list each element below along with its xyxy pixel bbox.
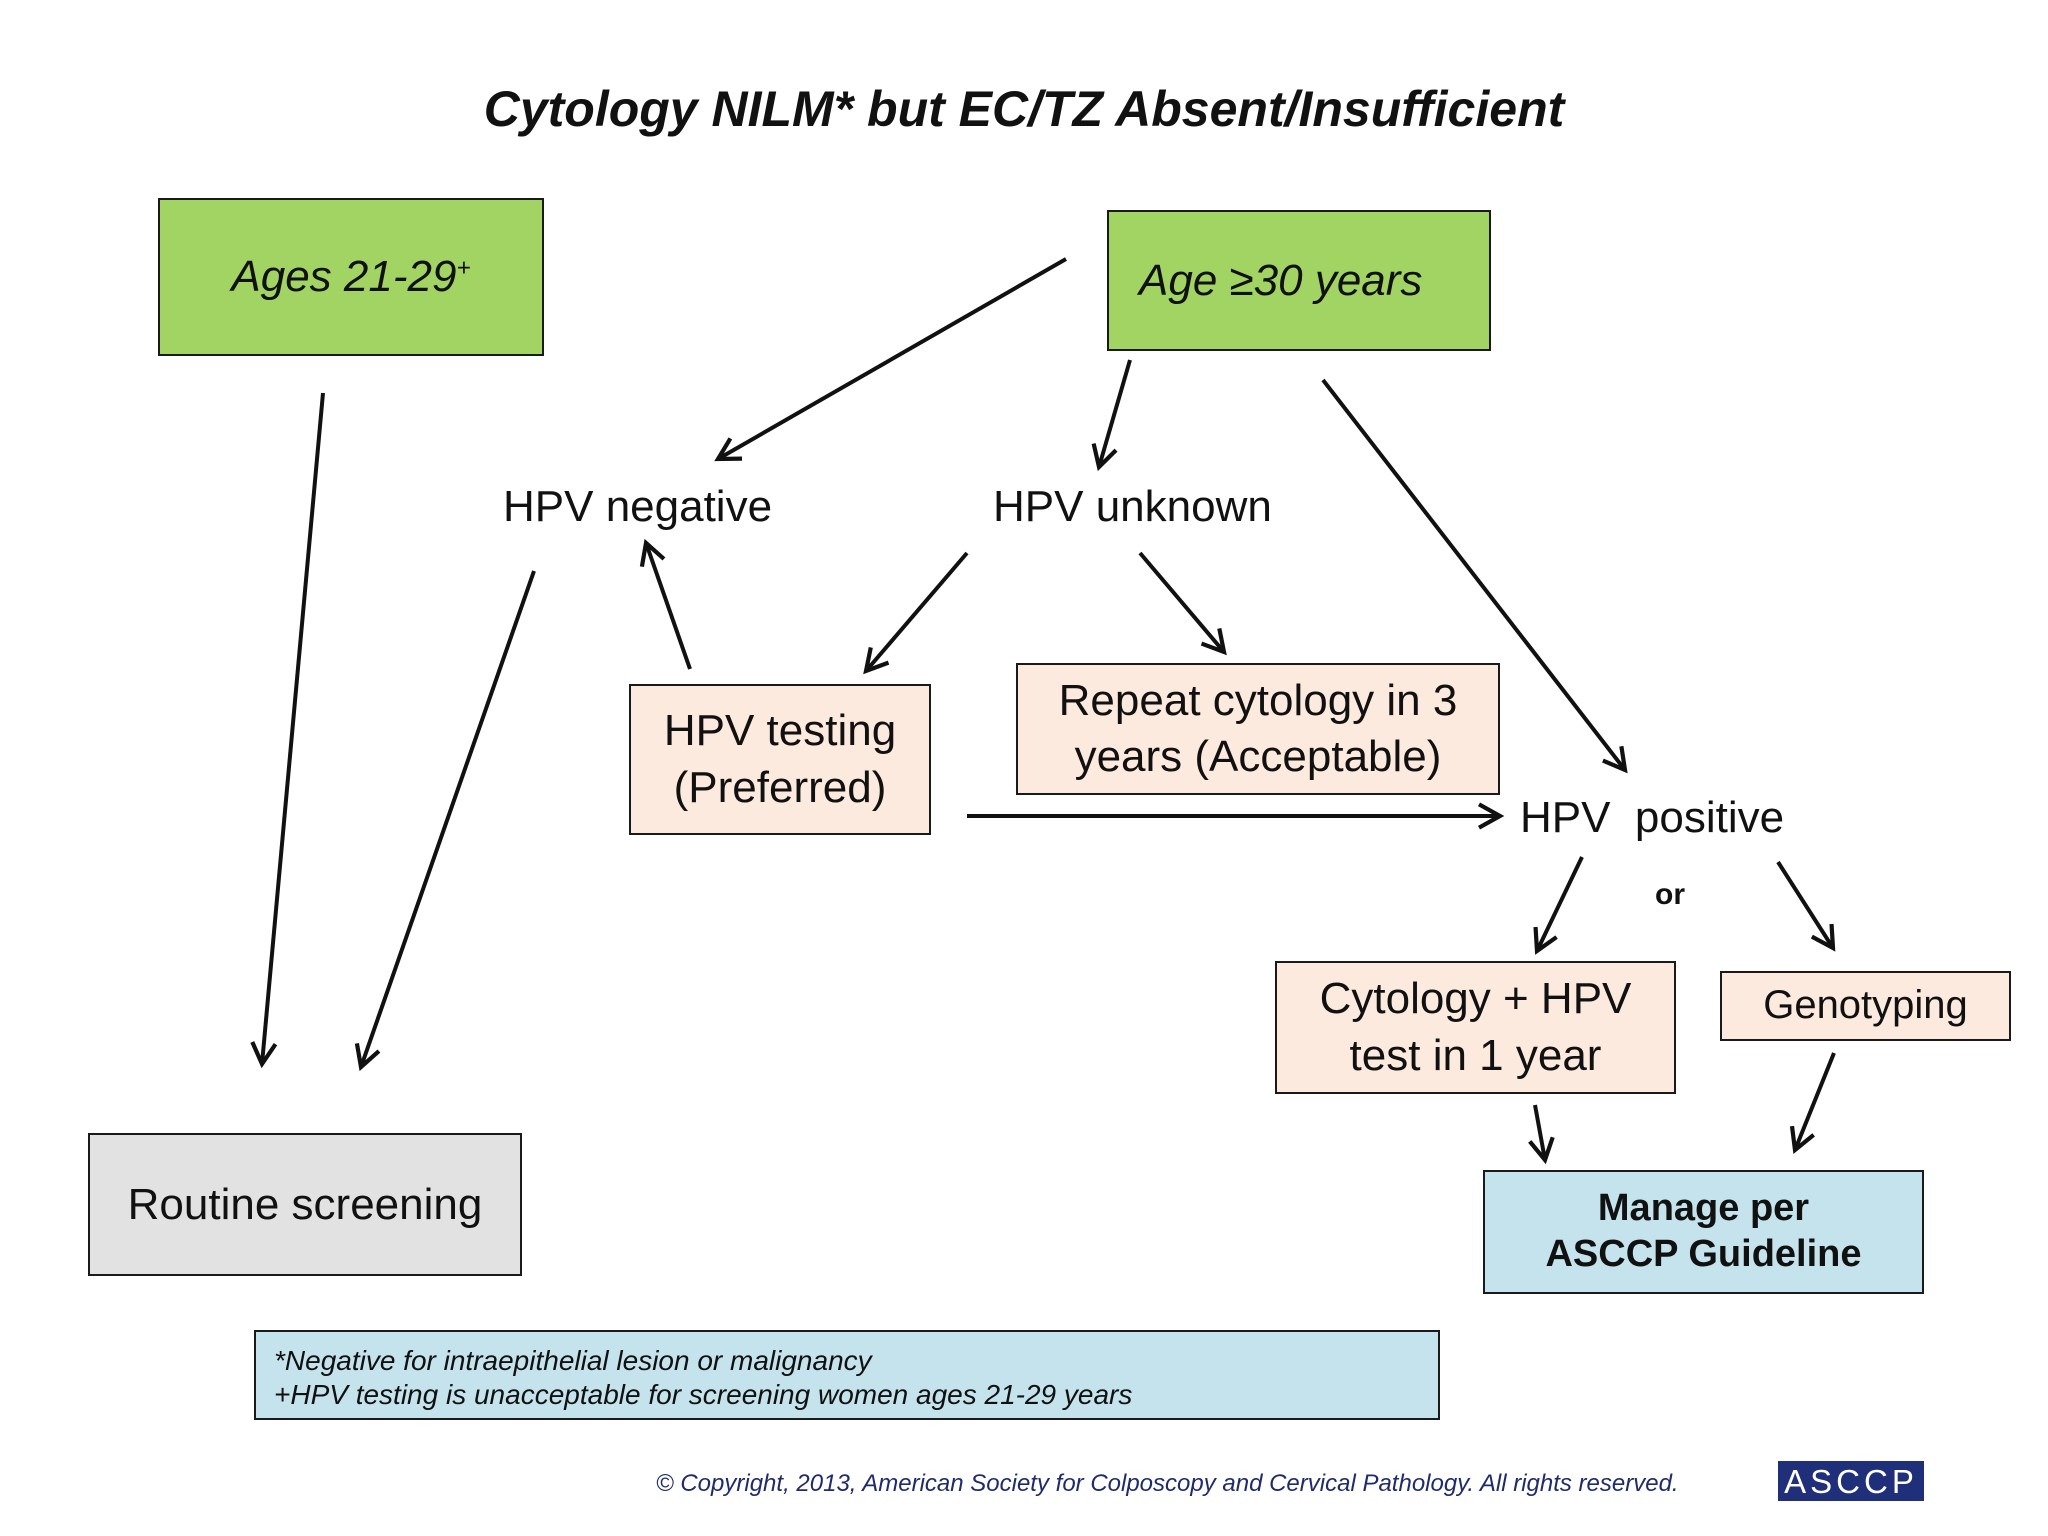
footnote-box: *Negative for intraepithelial lesion or … bbox=[254, 1330, 1440, 1420]
repeat-cytology-box: Repeat cytology in 3 years (Acceptable) bbox=[1016, 663, 1500, 795]
manage-line1: Manage per bbox=[1597, 1187, 1810, 1230]
arrow-testing-to-negative bbox=[639, 538, 692, 670]
cytology-hpv-box: Cytology + HPV test in 1 year bbox=[1275, 961, 1676, 1094]
asccp-logo: ASCCP bbox=[1778, 1461, 1924, 1501]
routine-screening-box: Routine screening bbox=[88, 1133, 522, 1276]
cytology-hpv-line2: test in 1 year bbox=[1349, 1030, 1602, 1080]
repeat-cytology-line1: Repeat cytology in 3 bbox=[1058, 675, 1458, 725]
genotyping-box: Genotyping bbox=[1720, 971, 2011, 1041]
arrow-negative-to-routine bbox=[354, 570, 536, 1072]
ages-21-29-label: Ages 21-29+ bbox=[231, 252, 471, 301]
hpv-unknown-label: HPV unknown bbox=[993, 482, 1272, 531]
arrow-positive-to-cytology bbox=[1533, 856, 1584, 955]
page-title: Cytology NILM* but EC/TZ Absent/Insuffic… bbox=[483, 81, 1565, 137]
hpv-testing-line1: HPV testing bbox=[663, 706, 897, 756]
genotyping-label: Genotyping bbox=[1763, 983, 1968, 1028]
ages-21-29-box: Ages 21-29+ bbox=[158, 198, 544, 356]
hpv-negative-label: HPV negative bbox=[503, 482, 773, 531]
arrow-age30-to-unknown bbox=[1091, 359, 1132, 472]
footnote-nilm: *Negative for intraepithelial lesion or … bbox=[274, 1345, 872, 1376]
ages-21-29-superscript: + bbox=[456, 254, 471, 282]
or-label: or bbox=[1655, 878, 1685, 911]
routine-screening-label: Routine screening bbox=[127, 1179, 483, 1229]
arrow-unknown-to-testing bbox=[863, 551, 969, 675]
cytology-hpv-line1: Cytology + HPV bbox=[1319, 974, 1632, 1024]
repeat-cytology-line2: years (Acceptable) bbox=[1074, 732, 1442, 781]
age-30-box: Age ≥30 years bbox=[1107, 210, 1491, 351]
arrow-age30-to-positive bbox=[1321, 378, 1628, 774]
manage-line2: ASCCP Guideline bbox=[1545, 1233, 1862, 1275]
arrow-positive-to-genotyping bbox=[1776, 860, 1836, 952]
age-30-label: Age ≥30 years bbox=[1139, 255, 1423, 305]
arrow-ages-to-routine bbox=[250, 392, 325, 1069]
footnote-hpv-testing: +HPV testing is unacceptable for screeni… bbox=[274, 1379, 1133, 1411]
manage-guideline-box: Manage per ASCCP Guideline bbox=[1483, 1170, 1924, 1294]
arrow-cytology-to-manage bbox=[1528, 1104, 1555, 1165]
hpv-testing-box: HPV testing (Preferred) bbox=[629, 684, 931, 835]
arrow-unknown-to-repeat bbox=[1138, 551, 1227, 656]
copyright-text: © Copyright, 2013, American Society for … bbox=[656, 1470, 1679, 1497]
hpv-testing-line2: (Preferred) bbox=[673, 762, 887, 812]
arrow-age30-to-negative bbox=[714, 257, 1067, 462]
hpv-positive-label: HPV positive bbox=[1520, 793, 1785, 842]
arrow-genotyping-to-manage bbox=[1789, 1052, 1836, 1155]
